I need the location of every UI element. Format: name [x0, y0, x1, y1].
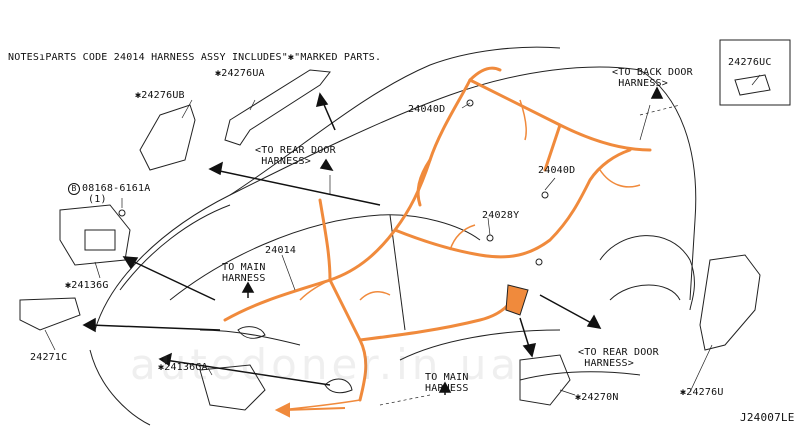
label-24136G: ✱24136G	[65, 280, 109, 291]
label-24040D-right: 24040D	[538, 165, 576, 176]
label-24040D-top: 24040D	[408, 104, 446, 115]
label-24276UA: ✱24276UA	[215, 68, 265, 79]
label-24270N: ✱24270N	[575, 392, 619, 403]
watermark: autodoner.in.ua	[130, 340, 521, 389]
leader-lines	[44, 74, 761, 396]
note-to-back-door-harness: <TO BACK DOOR HARNESS>	[612, 67, 693, 89]
label-24276U: ✱24276U	[680, 387, 724, 398]
label-24028Y: 24028Y	[482, 210, 520, 221]
label-24276UC: 24276UC	[728, 57, 772, 68]
notes-text: NOTESıPARTS CODE 24014 HARNESS ASSY INCL…	[8, 52, 382, 63]
label-bolt: 08168-6161A	[82, 183, 151, 194]
bolt-ref-letter: B	[68, 183, 80, 195]
label-bolt-qty: (1)	[88, 194, 107, 205]
label-24014: 24014	[265, 245, 297, 256]
label-24276UB: ✱24276UB	[135, 90, 185, 101]
note-to-rear-door-harness-2: <TO REAR DOOR HARNESS>	[578, 347, 659, 369]
note-to-main-harness-1: TO MAIN HARNESS	[222, 262, 266, 284]
connector-orange	[505, 284, 529, 316]
label-24136GA: ✱24136GA	[158, 362, 208, 373]
direction-arrows	[82, 86, 664, 395]
part-sketches	[19, 39, 791, 411]
bolt-ref-circle: B	[68, 183, 80, 195]
main-harness	[223, 66, 652, 402]
label-24271C: 24271C	[30, 352, 68, 363]
note-to-rear-door-harness-1: <TO REAR DOOR HARNESS>	[255, 145, 336, 167]
dashed-guides	[379, 104, 681, 406]
diagram-id: J24007LE	[740, 411, 795, 424]
note-to-main-harness-2: TO MAIN HARNESS	[425, 372, 469, 394]
orange-arrow	[274, 402, 346, 418]
